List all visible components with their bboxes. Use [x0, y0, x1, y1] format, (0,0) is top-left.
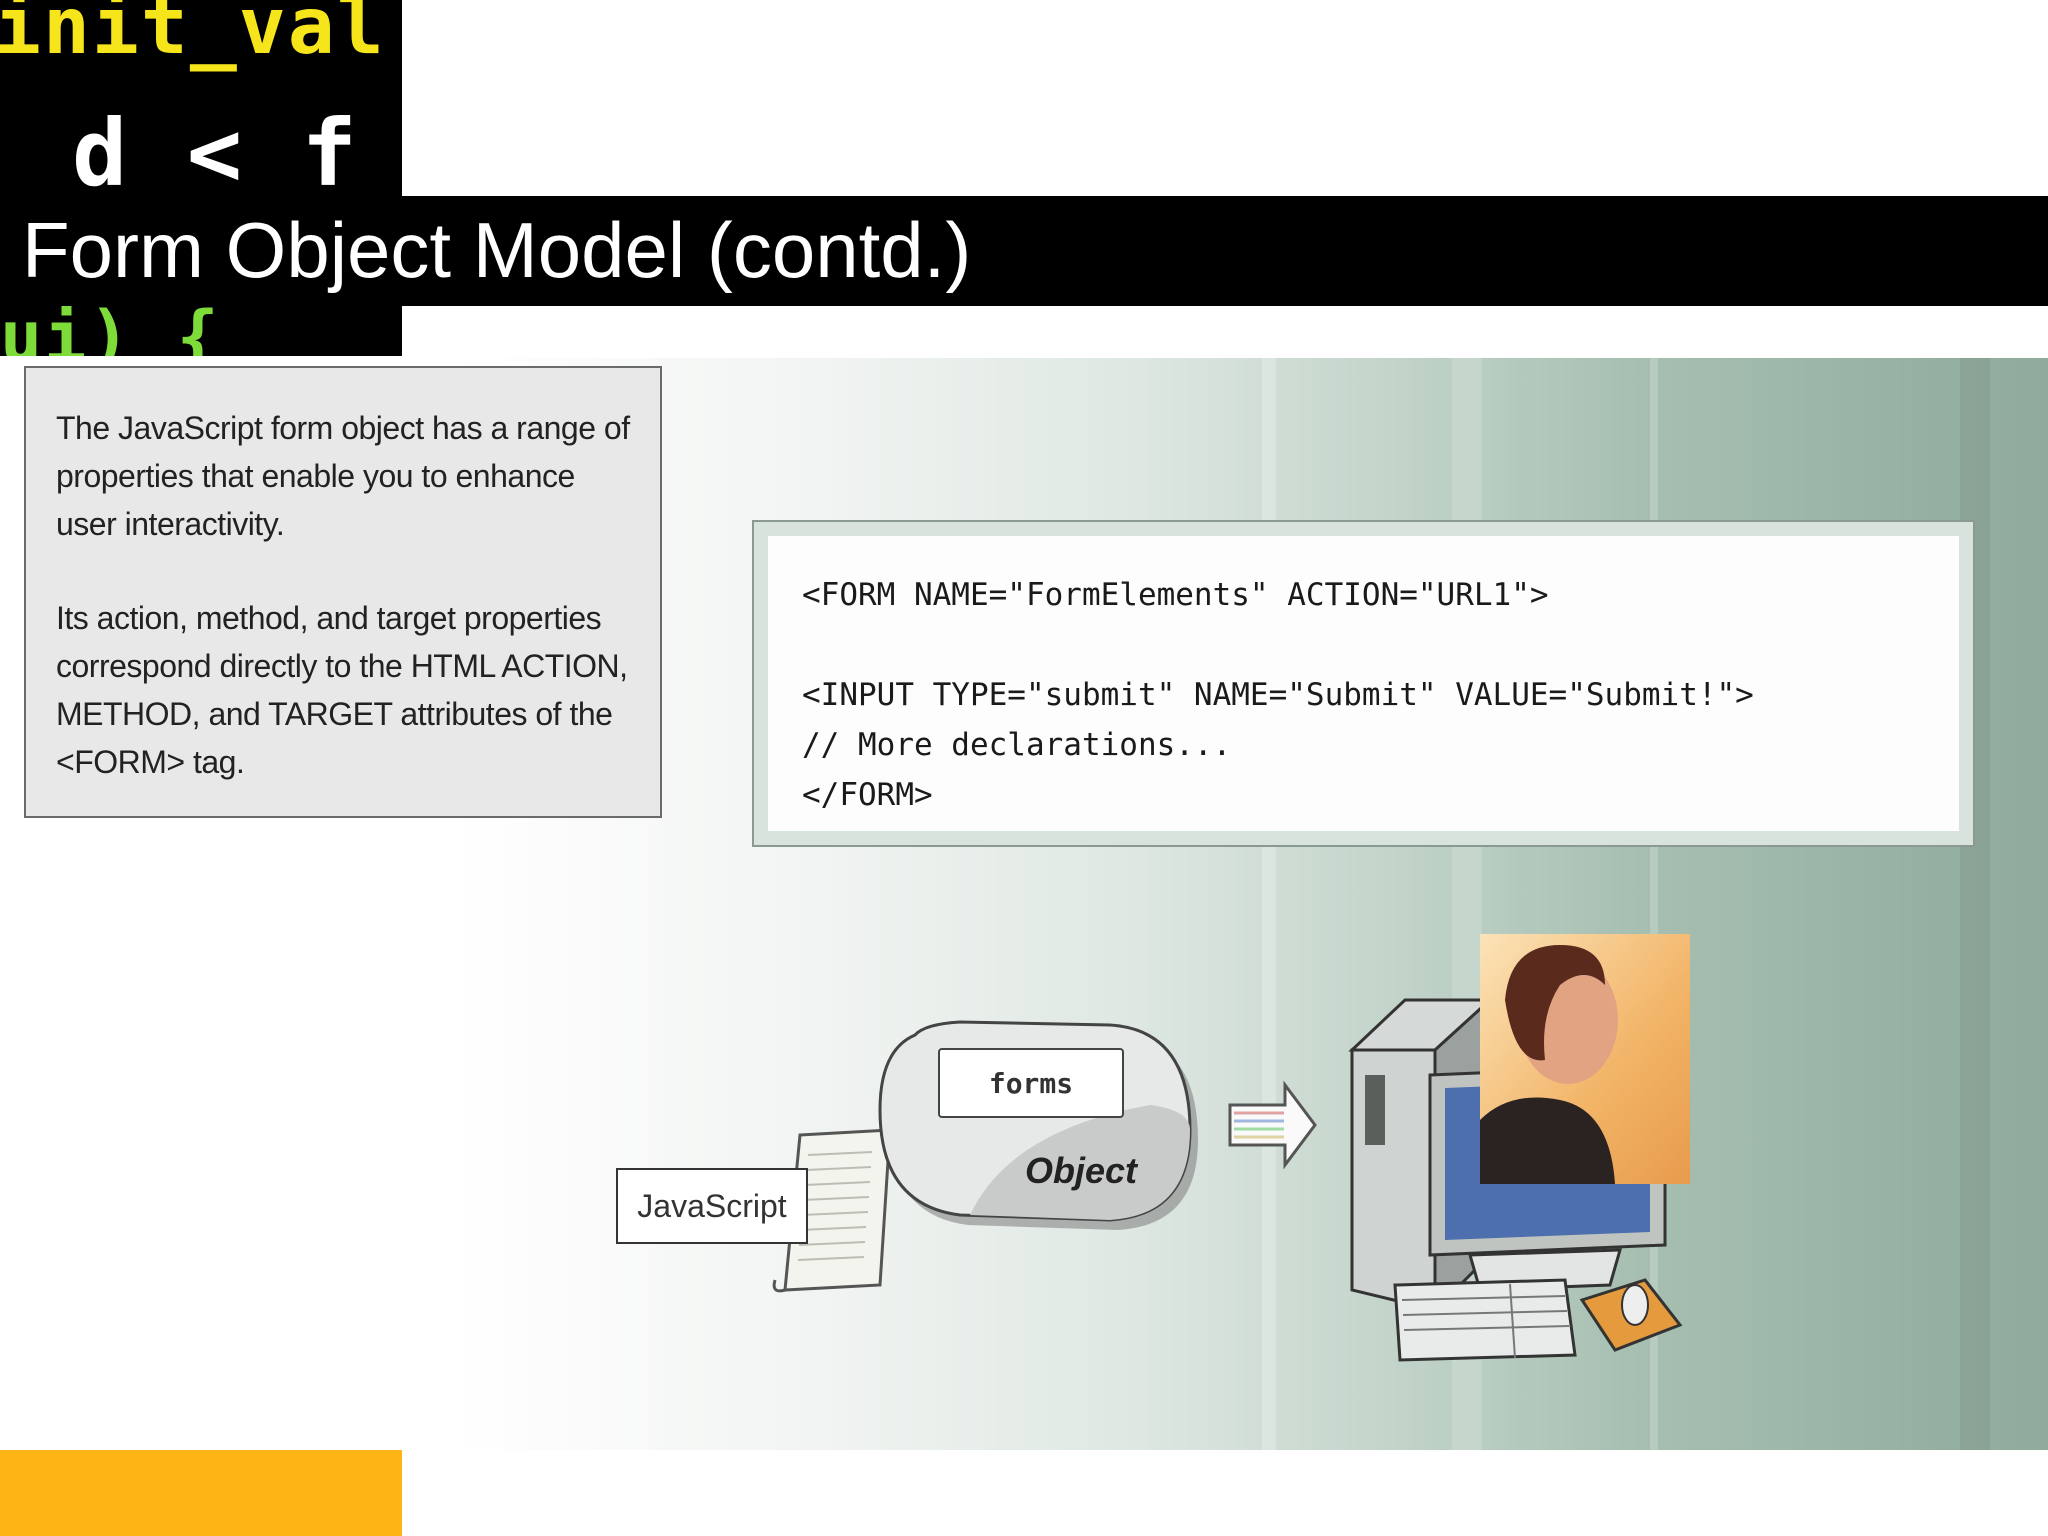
- user-photo: [1480, 934, 1690, 1184]
- scroll-icon: [772, 1126, 908, 1293]
- object-label: Object: [1025, 1150, 1138, 1191]
- code-line: </FORM>: [802, 777, 933, 813]
- computer-icon: [1348, 996, 1683, 1362]
- accent-block: [0, 1450, 402, 1536]
- description-box: The JavaScript form object has a range o…: [24, 366, 662, 818]
- code-photo-line-1: init_val ): [0, 0, 402, 72]
- code-line: // More declarations...: [802, 727, 1232, 763]
- arrow-right-icon: [1228, 1080, 1317, 1170]
- code-photo-line-3: ui) {: [0, 296, 221, 356]
- code-line: <INPUT TYPE="submit" NAME="Submit" VALUE…: [802, 677, 1754, 713]
- slide-title: Form Object Model (contd.): [22, 206, 972, 294]
- javascript-label: JavaScript: [616, 1168, 808, 1244]
- description-paragraph-2: Its action, method, and target propertie…: [56, 600, 628, 780]
- code-line: <FORM NAME="FormElements" ACTION="URL1">: [802, 577, 1549, 613]
- code-photo-line-2: d < f &&: [72, 100, 402, 207]
- code-sample-box: <FORM NAME="FormElements" ACTION="URL1">…: [752, 520, 1975, 847]
- description-paragraph-1: The JavaScript form object has a range o…: [56, 410, 630, 542]
- title-bar: [0, 196, 2048, 306]
- code-sample: <FORM NAME="FormElements" ACTION="URL1">…: [768, 536, 1959, 831]
- forms-label: forms: [938, 1048, 1124, 1118]
